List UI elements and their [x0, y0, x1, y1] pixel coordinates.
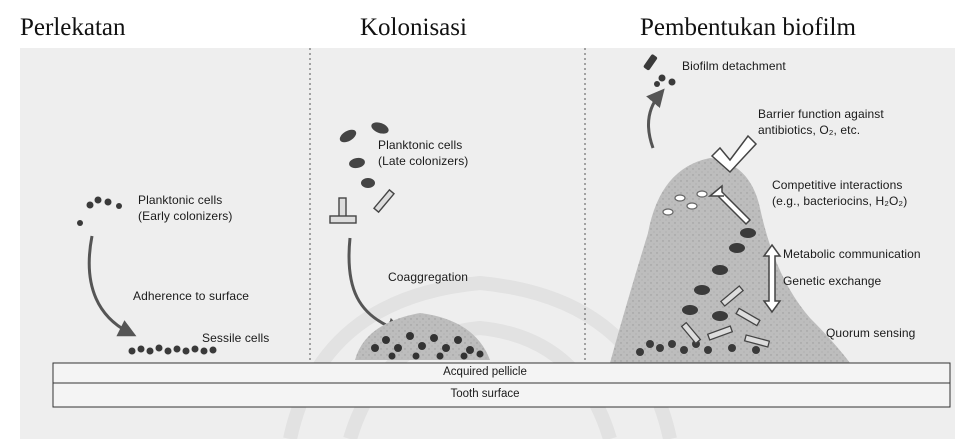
- label-adherence: Adherence to surface: [133, 288, 249, 304]
- label-barrier-1: Barrier function against: [758, 106, 884, 122]
- planktonic-cells-early: [77, 197, 122, 227]
- label-quorum-sensing: Quorum sensing: [826, 325, 915, 341]
- stage-heading-pembentukan-biofilm: Pembentukan biofilm: [640, 14, 856, 42]
- label-tooth-surface: Tooth surface: [450, 388, 519, 400]
- planktonic-cells-late: [330, 120, 394, 223]
- label-planktonic-early-1: Planktonic cells: [138, 192, 222, 208]
- stage-heading-perlekatan: Perlekatan: [20, 14, 126, 42]
- label-planktonic-early-2: (Early colonizers): [138, 208, 233, 224]
- detachment-arrow: [649, 94, 660, 148]
- label-coaggregation: Coaggregation: [388, 269, 468, 285]
- label-barrier-2: antibiotics, O₂, etc.: [758, 122, 860, 138]
- label-metabolic: Metabolic communication: [783, 246, 921, 262]
- label-planktonic-late-1: Planktonic cells: [378, 137, 462, 153]
- label-competitive-1: Competitive interactions: [772, 177, 902, 193]
- stage-heading-kolonisasi: Kolonisasi: [360, 14, 467, 42]
- label-competitive-2: (e.g., bacteriocins, H₂O₂): [772, 193, 907, 209]
- biofilm-formation-diagram: Planktonic cells (Early colonizers) Adhe…: [20, 48, 955, 439]
- sessile-cells: [129, 345, 217, 355]
- label-genetic-exchange: Genetic exchange: [783, 273, 881, 289]
- label-biofilm-detachment: Biofilm detachment: [682, 58, 786, 74]
- label-sessile-cells: Sessile cells: [202, 330, 269, 346]
- label-acquired-pellicle: Acquired pellicle: [443, 366, 527, 378]
- adherence-arrow: [89, 236, 130, 333]
- detached-cells: [643, 54, 676, 87]
- label-planktonic-late-2: (Late colonizers): [378, 153, 468, 169]
